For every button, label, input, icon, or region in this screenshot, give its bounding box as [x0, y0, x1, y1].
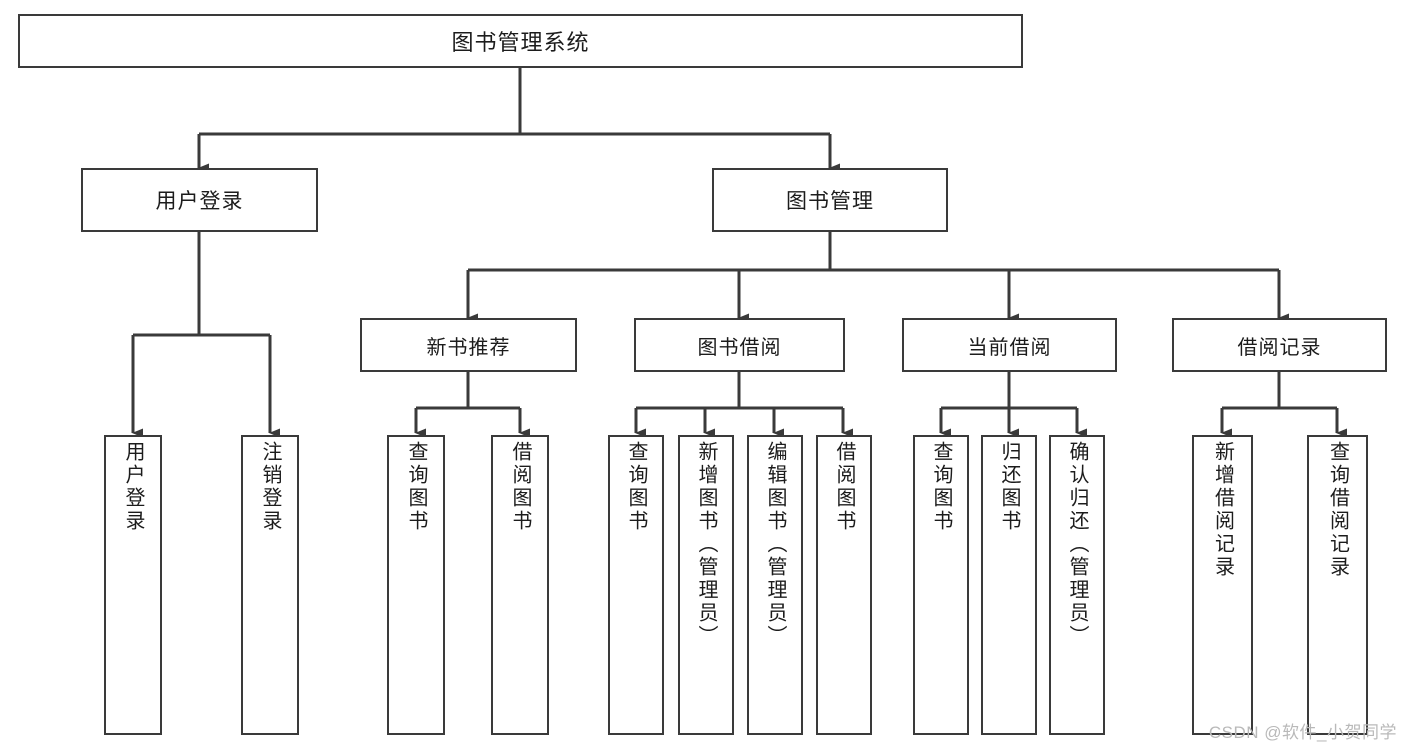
leaf-query-book-recommend[interactable]: 查询图书 [387, 435, 445, 735]
leaf-query-book-borrow[interactable]: 查询图书 [608, 435, 664, 735]
node-root-label: 图书管理系统 [451, 30, 590, 55]
node-current-borrow-label: 当前借阅 [967, 336, 1052, 359]
node-root-book-management-system[interactable]: 图书管理系统 [18, 14, 1023, 68]
node-user-login-label: 用户登录 [155, 190, 244, 213]
leaf-add-borrow-record[interactable]: 新增借阅记录 [1192, 435, 1253, 735]
node-borrow-record[interactable]: 借阅记录 [1172, 318, 1387, 372]
leaf-user-login[interactable]: 用户登录 [104, 435, 162, 735]
leaf-query-book-current-label: 查询图书 [930, 441, 952, 533]
csdn-watermark: CSDN @软件_小贺同学 [1208, 723, 1397, 742]
leaf-return-book-label: 归还图书 [998, 441, 1020, 533]
leaf-borrow-book-recommend[interactable]: 借阅图书 [491, 435, 549, 735]
node-current-borrow[interactable]: 当前借阅 [902, 318, 1117, 372]
leaf-add-book-admin[interactable]: 新增图书（管理员） [678, 435, 734, 735]
node-new-book-recommend-label: 新书推荐 [426, 336, 511, 359]
node-user-login[interactable]: 用户登录 [81, 168, 318, 232]
leaf-logout[interactable]: 注销登录 [241, 435, 299, 735]
node-book-management-label: 图书管理 [786, 190, 874, 213]
leaf-borrow-book[interactable]: 借阅图书 [816, 435, 872, 735]
leaf-query-book-borrow-label: 查询图书 [625, 441, 647, 533]
leaf-query-book-current[interactable]: 查询图书 [913, 435, 969, 735]
leaf-query-borrow-record-label: 查询借阅记录 [1326, 441, 1349, 579]
leaf-borrow-book-recommend-label: 借阅图书 [509, 441, 531, 533]
leaf-edit-book-admin-label: 编辑图书（管理员） [764, 441, 786, 648]
leaf-return-book[interactable]: 归还图书 [981, 435, 1037, 735]
node-book-management[interactable]: 图书管理 [712, 168, 948, 232]
node-book-borrow[interactable]: 图书借阅 [634, 318, 845, 372]
leaf-borrow-book-label: 借阅图书 [833, 441, 855, 533]
leaf-logout-label: 注销登录 [259, 441, 281, 533]
leaf-confirm-return-admin-label: 确认归还（管理员） [1066, 441, 1088, 648]
leaf-query-borrow-record[interactable]: 查询借阅记录 [1307, 435, 1368, 735]
node-borrow-record-label: 借阅记录 [1237, 336, 1322, 359]
leaf-edit-book-admin[interactable]: 编辑图书（管理员） [747, 435, 803, 735]
leaf-confirm-return-admin[interactable]: 确认归还（管理员） [1049, 435, 1105, 735]
leaf-user-login-label: 用户登录 [122, 441, 144, 533]
node-book-borrow-label: 图书借阅 [697, 336, 782, 359]
leaf-query-book-recommend-label: 查询图书 [405, 441, 427, 533]
node-new-book-recommend[interactable]: 新书推荐 [360, 318, 577, 372]
leaf-add-book-admin-label: 新增图书（管理员） [695, 441, 717, 648]
leaf-add-borrow-record-label: 新增借阅记录 [1211, 441, 1234, 579]
